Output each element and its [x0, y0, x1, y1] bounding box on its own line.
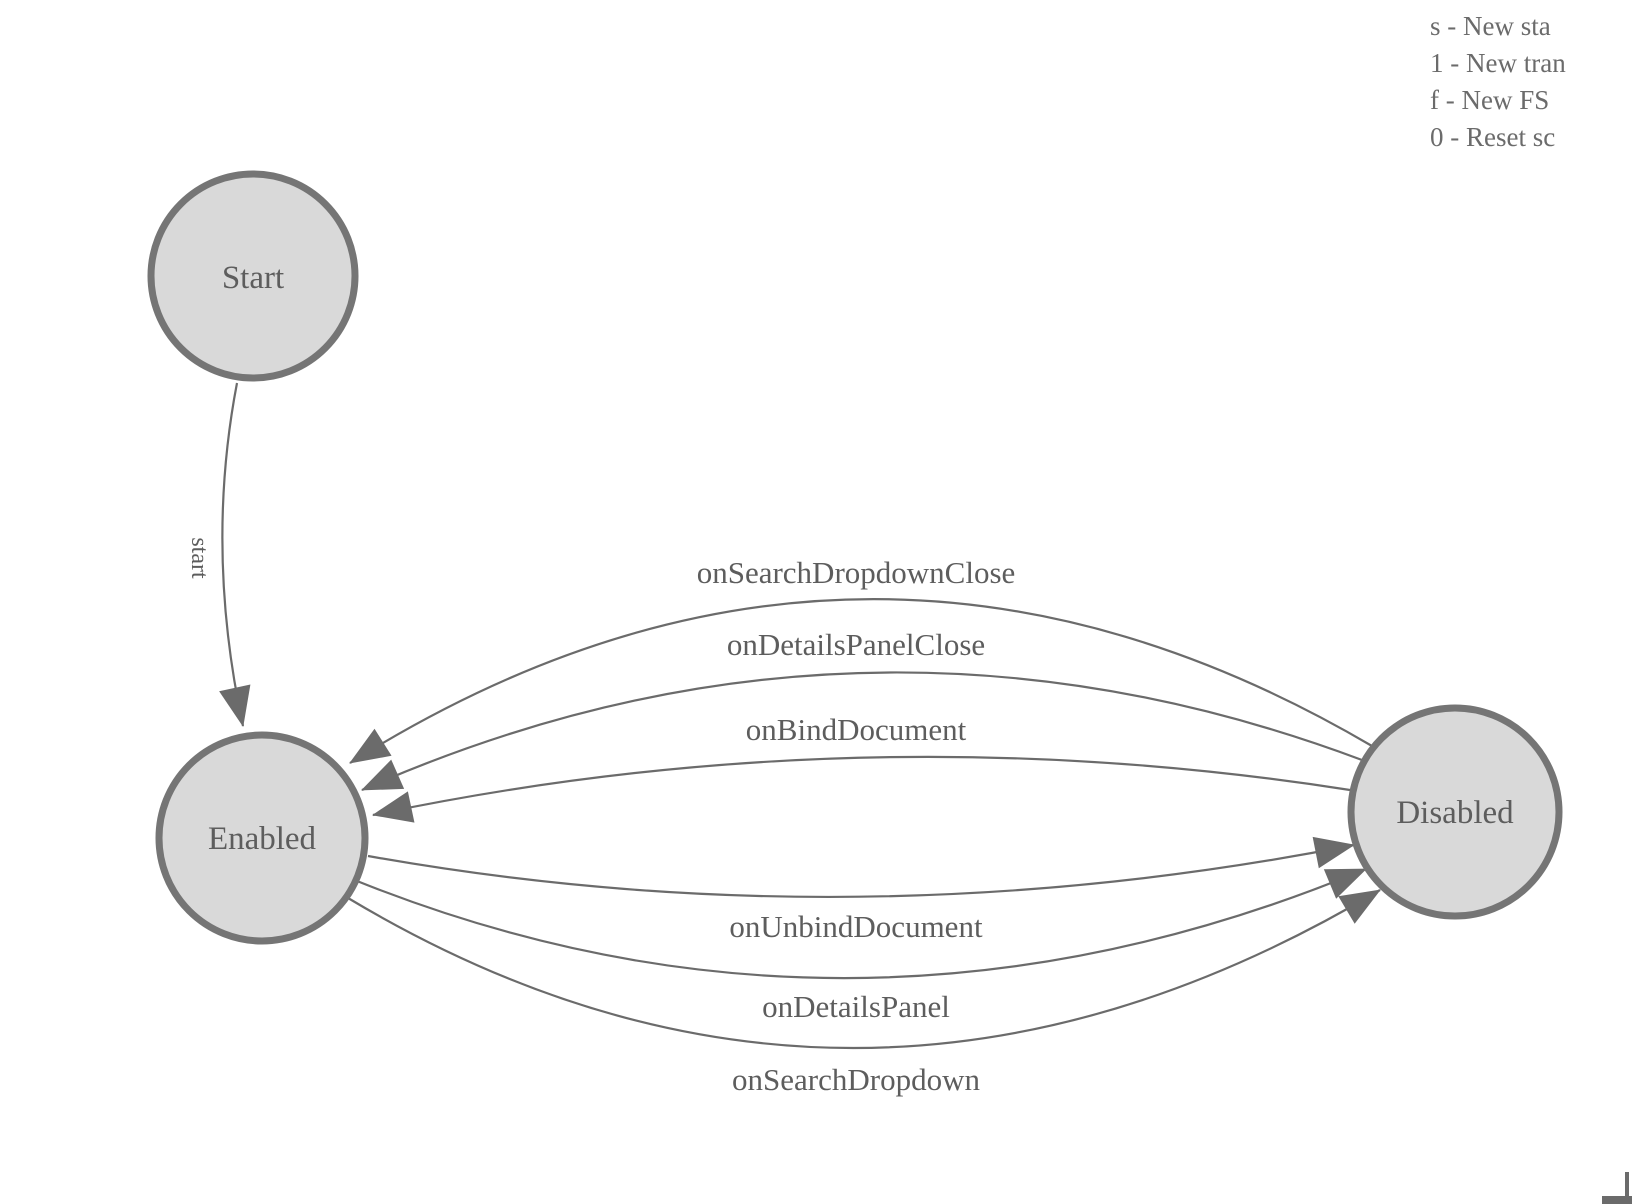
- state-node-disabled[interactable]: Disabled: [1347, 704, 1563, 920]
- state-circle-enabled[interactable]: [155, 731, 369, 945]
- state-label-disabled: Disabled: [1396, 795, 1514, 831]
- edge-label-ondetailspanel: onDetailsPanel: [762, 989, 950, 1024]
- edge-path-onsearchdropdownclose[interactable]: [349, 598, 1373, 764]
- edge-path-onsearchdropdown[interactable]: [347, 889, 1381, 1050]
- edge-label-onunbinddocument: onUnbindDocument: [729, 909, 983, 944]
- edge-disabled-to-enabled-onbinddocument[interactable]: onBindDocument: [372, 712, 1351, 823]
- edge-label-ondetailspanelclose: onDetailsPanelClose: [727, 627, 985, 662]
- edge-path-ondetailspanelclose[interactable]: [361, 671, 1363, 792]
- legend-line-new-state: s - New sta: [1430, 11, 1551, 41]
- edge-label-onsearchdropdown: onSearchDropdown: [732, 1062, 980, 1097]
- state-label-start: Start: [222, 260, 284, 296]
- shortcut-legend: s - New sta 1 - New tran f - New FS 0 - …: [1430, 8, 1566, 156]
- edge-disabled-to-enabled-onsearchdropdownclose[interactable]: onSearchDropdownClose: [349, 555, 1373, 764]
- offscreen-box-corner-vertical: [1625, 1172, 1629, 1198]
- legend-line-new-fsm: f - New FS: [1430, 85, 1550, 115]
- offscreen-box-corner-horizontal: [1602, 1196, 1632, 1204]
- edge-disabled-to-enabled-ondetailspanelclose[interactable]: onDetailsPanelClose: [361, 627, 1363, 792]
- state-circle-start[interactable]: [147, 170, 359, 382]
- edge-enabled-to-disabled-onsearchdropdown[interactable]: onSearchDropdown: [347, 889, 1381, 1097]
- edge-path-onunbinddocument[interactable]: [367, 836, 1355, 899]
- state-label-enabled: Enabled: [208, 821, 317, 857]
- offscreen-box-corner: [1602, 1172, 1632, 1204]
- edge-enabled-to-disabled-onunbinddocument[interactable]: onUnbindDocument: [367, 836, 1355, 944]
- edge-label-onsearchdropdownclose: onSearchDropdownClose: [697, 555, 1016, 590]
- edge-enabled-to-disabled-ondetailspanel[interactable]: onDetailsPanel: [356, 867, 1367, 1024]
- edge-start-to-enabled[interactable]: start: [186, 382, 251, 727]
- legend-line-new-transition: 1 - New tran: [1430, 48, 1566, 78]
- legend-line-reset-scene: 0 - Reset sc: [1430, 122, 1556, 152]
- state-node-enabled[interactable]: Enabled: [155, 731, 369, 945]
- state-circle-disabled[interactable]: [1347, 704, 1563, 920]
- edge-path-ondetailspanel[interactable]: [356, 867, 1367, 980]
- edge-path-start[interactable]: [219, 382, 251, 727]
- state-node-start[interactable]: Start: [147, 170, 359, 382]
- edge-path-onbinddocument[interactable]: [372, 755, 1351, 823]
- edge-label-onbinddocument: onBindDocument: [746, 712, 967, 747]
- edge-label-start: start: [186, 537, 212, 579]
